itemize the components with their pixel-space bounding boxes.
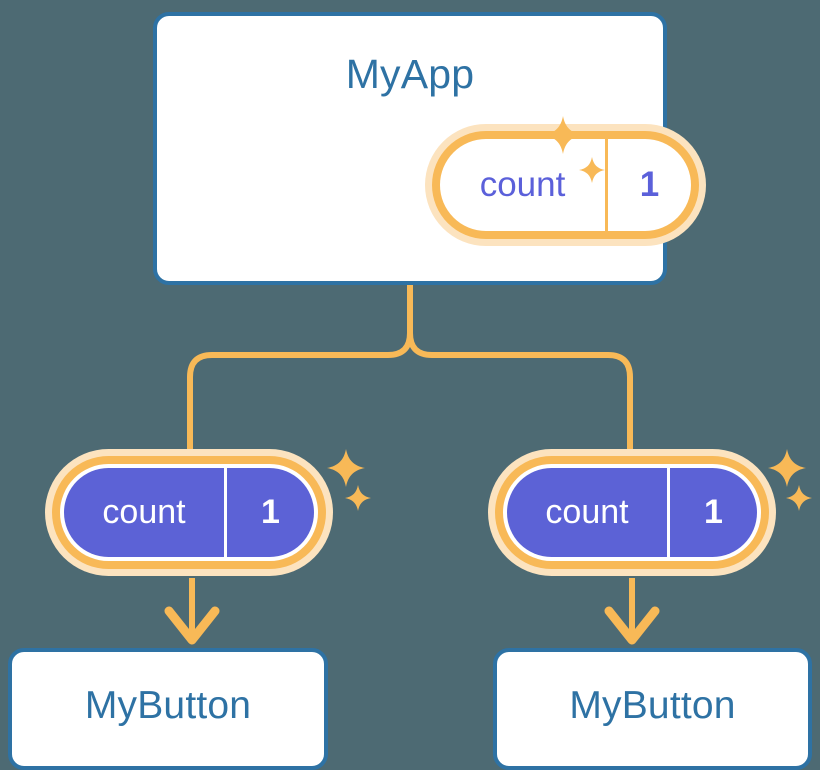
sparkle-icon	[768, 449, 806, 487]
page-title: MyApp	[345, 51, 475, 97]
state-pill-value: 1	[704, 493, 723, 531]
mybutton-card-right[interactable]: MyButton	[493, 648, 812, 770]
sparkle-icon	[327, 449, 365, 487]
state-pill-body: count 1	[60, 464, 318, 561]
state-pill-child-left[interactable]: count 1	[45, 449, 333, 576]
sparkle-icon	[345, 485, 371, 511]
state-pill-ring: count 1	[495, 456, 769, 569]
mybutton-card-left[interactable]: MyButton	[8, 648, 328, 770]
state-pill-body: count 1	[503, 464, 761, 561]
state-pill-body: count 1	[440, 139, 691, 231]
state-pill-key: count	[440, 139, 608, 231]
state-pill-value: 1	[639, 165, 660, 204]
state-pill-key: count	[507, 468, 670, 557]
state-pill-inner: count 1	[507, 468, 757, 557]
mybutton-card-title: MyButton	[84, 684, 252, 727]
state-pill-ring: count 1	[52, 456, 326, 569]
branch-connector-path	[187, 280, 413, 452]
state-pill-key: count	[64, 468, 227, 557]
sparkle-icon	[786, 485, 812, 511]
mybutton-card-title: MyButton	[569, 684, 736, 727]
state-pill-ring: count 1	[432, 131, 699, 239]
state-pill-inner: count 1	[64, 468, 314, 557]
myapp-card[interactable]: MyApp count 1	[153, 12, 706, 285]
state-pill-child-right[interactable]: count 1	[488, 449, 776, 576]
branch-connector-path-right	[407, 330, 633, 452]
state-pill-myapp[interactable]: count 1	[425, 124, 706, 246]
arrow-down-icon-left-head	[164, 606, 220, 645]
arrow-down-icon-right-head	[604, 606, 660, 645]
state-pill-value: 1	[261, 493, 280, 531]
